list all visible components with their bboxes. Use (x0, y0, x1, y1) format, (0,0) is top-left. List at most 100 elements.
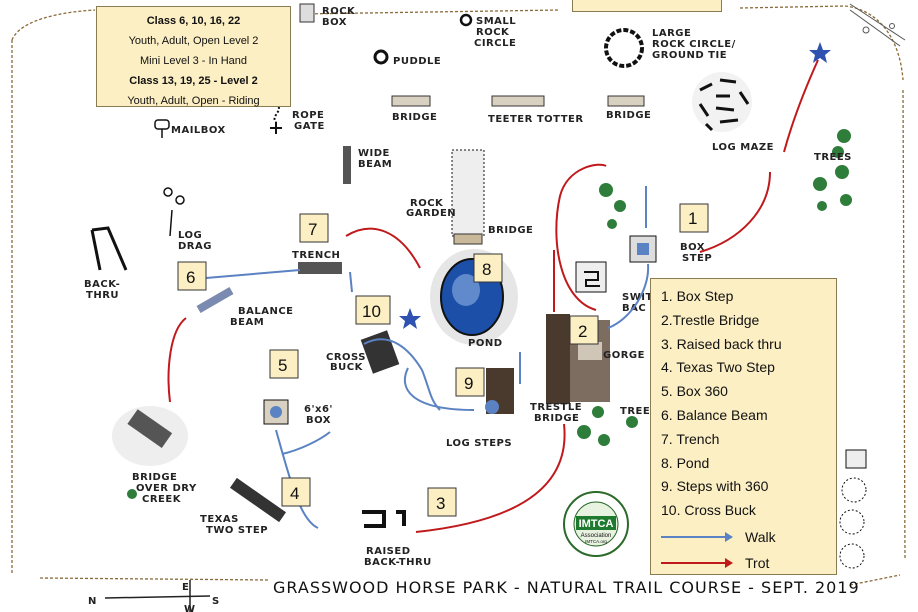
walk-route (205, 186, 650, 529)
label-six-box: 6'x6'BOX (304, 404, 333, 426)
marker-1: 1 (679, 203, 709, 233)
label-mailbox: MAILBOX (171, 125, 226, 136)
cross-buck-icon (360, 330, 400, 374)
marker-1-label: 1 (688, 209, 697, 228)
label-trees-right: TREE (620, 406, 650, 417)
log-maze-icon (692, 72, 752, 132)
legend-item: 3. Raised back thru (661, 335, 782, 352)
label-bridge-left: BRIDGE (392, 112, 437, 123)
right-obstacles-icon (839, 449, 867, 569)
marker-8-label: 8 (482, 260, 491, 279)
label-teeter-totter: TEETER TOTTER (488, 114, 584, 125)
teeter-totter-icon (491, 95, 545, 107)
switch-back-icon (575, 261, 607, 293)
class-line-4: Class 13, 19, 25 - Level 2 (129, 75, 258, 87)
puddle-icon (373, 49, 389, 65)
log-steps-icon (485, 368, 514, 414)
marker-10: 10 (355, 295, 391, 325)
dry-creek-bridge-icon (112, 406, 188, 466)
label-trees-top: TREES (814, 152, 852, 163)
legend-walk-label: Walk (745, 528, 776, 545)
map-title: GRASSWOOD HORSE PARK - NATURAL TRAIL COU… (273, 578, 860, 597)
marker-4-label: 4 (290, 484, 299, 503)
marker-5: 5 (269, 349, 299, 379)
rock-box-icon (299, 3, 315, 23)
class-info-box: Class 6, 10, 16, 22 Youth, Adult, Open L… (96, 6, 291, 107)
logo-name: IMTCA (579, 518, 614, 530)
logo-line2: IMTCA.org (585, 539, 607, 544)
marker-2-label: 2 (578, 322, 587, 341)
marker-8: 8 (473, 253, 503, 283)
class-line-2: Youth, Adult, Open Level 2 (128, 35, 259, 47)
marker-10-label: 10 (362, 302, 381, 321)
legend-item: 1. Box Step (661, 288, 734, 304)
legend-item: 10. Cross Buck (661, 502, 756, 519)
balance-beam-icon (196, 287, 234, 313)
label-log-maze: LOG MAZE (712, 142, 774, 153)
legend-walk: Walk (661, 525, 826, 549)
label-gorge: GORGE (603, 350, 645, 361)
legend-item: 4. Texas Two Step (661, 359, 775, 376)
marker-6: 6 (177, 261, 207, 291)
legend-item: 9. Steps with 360 (661, 478, 769, 495)
corner-fence (849, 3, 906, 47)
legend-item: 7. Trench (661, 430, 720, 447)
marker-7-label: 7 (308, 220, 317, 239)
texas-two-step-icon (229, 477, 287, 523)
legend-item: 5. Box 360 (661, 383, 728, 400)
marker-9: 9 (455, 367, 485, 397)
compass-n: N (88, 596, 97, 607)
label-back-thru: BACK-THRU (84, 279, 120, 301)
label-puddle: PUDDLE (393, 56, 441, 67)
label-trench: TRENCH (292, 250, 340, 261)
rope-border (11, 5, 906, 586)
legend-trot: Trot (661, 551, 826, 575)
imtca-logo: IMTCA Association IMTCA.org (563, 491, 629, 557)
legend-item: 2.Trestle Bridge (661, 311, 760, 328)
compass-w: W (184, 604, 196, 612)
label-pond: POND (468, 338, 503, 349)
box-step-icon (629, 235, 657, 263)
legend-item: 6. Balance Beam (661, 406, 768, 423)
bridge-left-icon (391, 95, 431, 107)
compass: N S E W (88, 580, 220, 612)
legend: 1. Box Step 2.Trestle Bridge 3. Raised b… (650, 278, 837, 575)
compass-s: S (212, 596, 220, 607)
back-thru-icon (90, 226, 128, 271)
large-rock-circle-icon (604, 28, 644, 68)
label-bridge-right: BRIDGE (606, 110, 651, 121)
label-bridge-center: BRIDGE (488, 225, 533, 236)
class-line-3: Mini Level 3 - In Hand (140, 55, 247, 67)
trench-icon (298, 262, 342, 274)
mailbox-icon (154, 119, 170, 138)
bridge-right-icon (607, 95, 645, 107)
compass-e: E (182, 582, 189, 593)
marker-4: 4 (281, 477, 311, 507)
label-log-steps: LOG STEPS (446, 438, 512, 449)
start-star-icon (399, 42, 831, 329)
walk-line-icon (661, 531, 733, 542)
box-360-icon (263, 399, 289, 425)
wide-beam-icon (343, 146, 351, 184)
raised-back-thru-icon (362, 510, 406, 528)
marker-5-label: 5 (278, 356, 287, 375)
marker-2: 2 (569, 315, 599, 345)
marker-6-label: 6 (186, 268, 195, 287)
trees-icon (127, 129, 852, 499)
trot-line-icon (661, 557, 733, 568)
legend-trot-label: Trot (745, 554, 770, 571)
trot-route (167, 59, 819, 533)
